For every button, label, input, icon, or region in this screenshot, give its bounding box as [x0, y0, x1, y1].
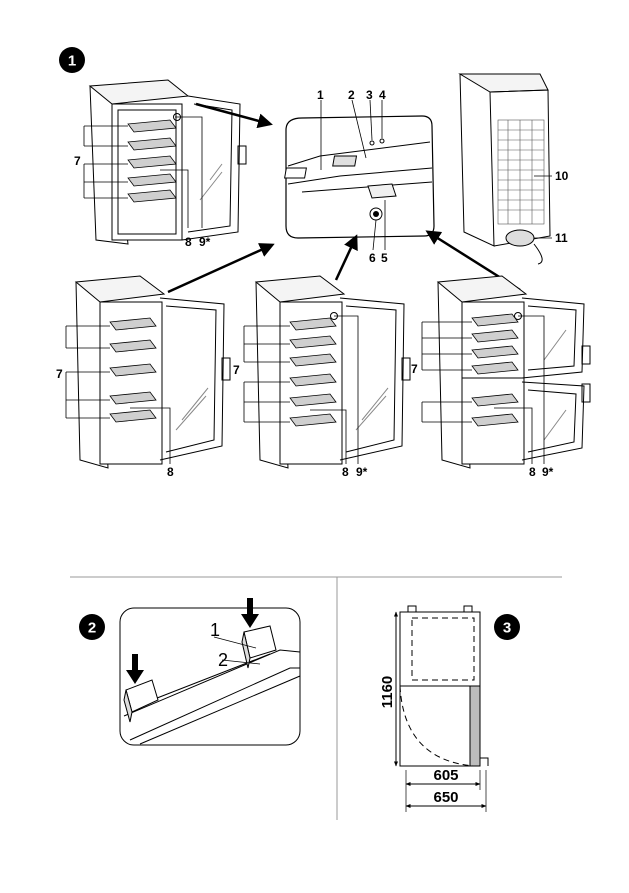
callout-4: 4: [379, 88, 386, 102]
figure-2-number: 2: [88, 620, 96, 637]
leader-lines-shelves-top-left: [83, 116, 203, 228]
insert-arrows: [126, 598, 259, 684]
shelf-callout-top-left: 7: [74, 154, 81, 168]
down-arrow-right: [241, 598, 259, 628]
leader-lines-detail: [320, 99, 386, 251]
arrow-top-left-to-detail: [195, 102, 273, 129]
hinge-detail: [123, 625, 301, 745]
figure-3-number: 3: [503, 620, 511, 637]
callout-1: 1: [317, 88, 324, 102]
top-view-cabinet: [399, 605, 489, 767]
callout-8-top-left: 8: [185, 235, 192, 249]
callout-6: 6: [369, 251, 376, 265]
figure-1-badge: 1: [59, 47, 85, 73]
callout-8-bottom-right: 8: [529, 465, 536, 479]
shelves-bottom-center: [289, 317, 337, 427]
callout-5: 5: [381, 251, 388, 265]
figure-2-badge: 2: [79, 614, 105, 640]
leader-lines-rear: [534, 175, 552, 239]
control-panel-detail: [284, 115, 435, 239]
fig2-callout-1: 1: [210, 620, 220, 640]
section-dividers: [70, 576, 562, 820]
leader-lines-bottom-right: [421, 315, 545, 464]
fig2-callout-2: 2: [218, 650, 228, 670]
shelf-callout-bottom-right: 7: [411, 362, 418, 376]
shelf-callout-bottom-center: 7: [233, 363, 240, 377]
callout-8-bottom-center: 8: [342, 465, 349, 479]
leader-lines-bottom-left: [65, 325, 171, 464]
callout-11: 11: [555, 231, 568, 245]
shelves-bottom-left: [109, 317, 157, 423]
callout-9-bottom-right: 9*: [542, 465, 554, 479]
callout-9-bottom-center: 9*: [356, 465, 368, 479]
shelves-bottom-right: [471, 313, 519, 427]
depth-open-value: 650: [433, 789, 458, 806]
callout-8-bottom-left: 8: [167, 465, 174, 479]
dimension-lines: [394, 611, 487, 812]
down-arrow-left: [126, 654, 144, 684]
figure-3: 3 1160 605 650: [379, 605, 520, 812]
figure-1: 1 7 8 9*: [56, 47, 591, 479]
callout-2: 2: [348, 88, 355, 102]
cabinet-bottom-right: [436, 275, 591, 469]
figure-1-number: 1: [68, 53, 76, 70]
depth-value: 605: [433, 767, 458, 784]
shelf-callout-bottom-left: 7: [56, 367, 63, 381]
leader-lines-bottom-center: [243, 315, 359, 464]
callout-9-top-left: 9*: [199, 235, 211, 249]
figure-2: 2 1 2: [79, 598, 301, 746]
callout-10: 10: [555, 169, 569, 183]
figure-3-badge: 3: [494, 614, 520, 640]
cabinet-bottom-center: [254, 275, 411, 469]
shelves-top-left: [127, 119, 177, 203]
height-value: 1160: [379, 676, 396, 709]
cabinet-bottom-left: [74, 275, 231, 469]
callout-3: 3: [366, 88, 373, 102]
arrow-bottom-left-to-detail: [167, 243, 275, 294]
arrow-bottom-center-to-detail: [334, 234, 358, 281]
cabinet-rear-view: [458, 73, 551, 265]
